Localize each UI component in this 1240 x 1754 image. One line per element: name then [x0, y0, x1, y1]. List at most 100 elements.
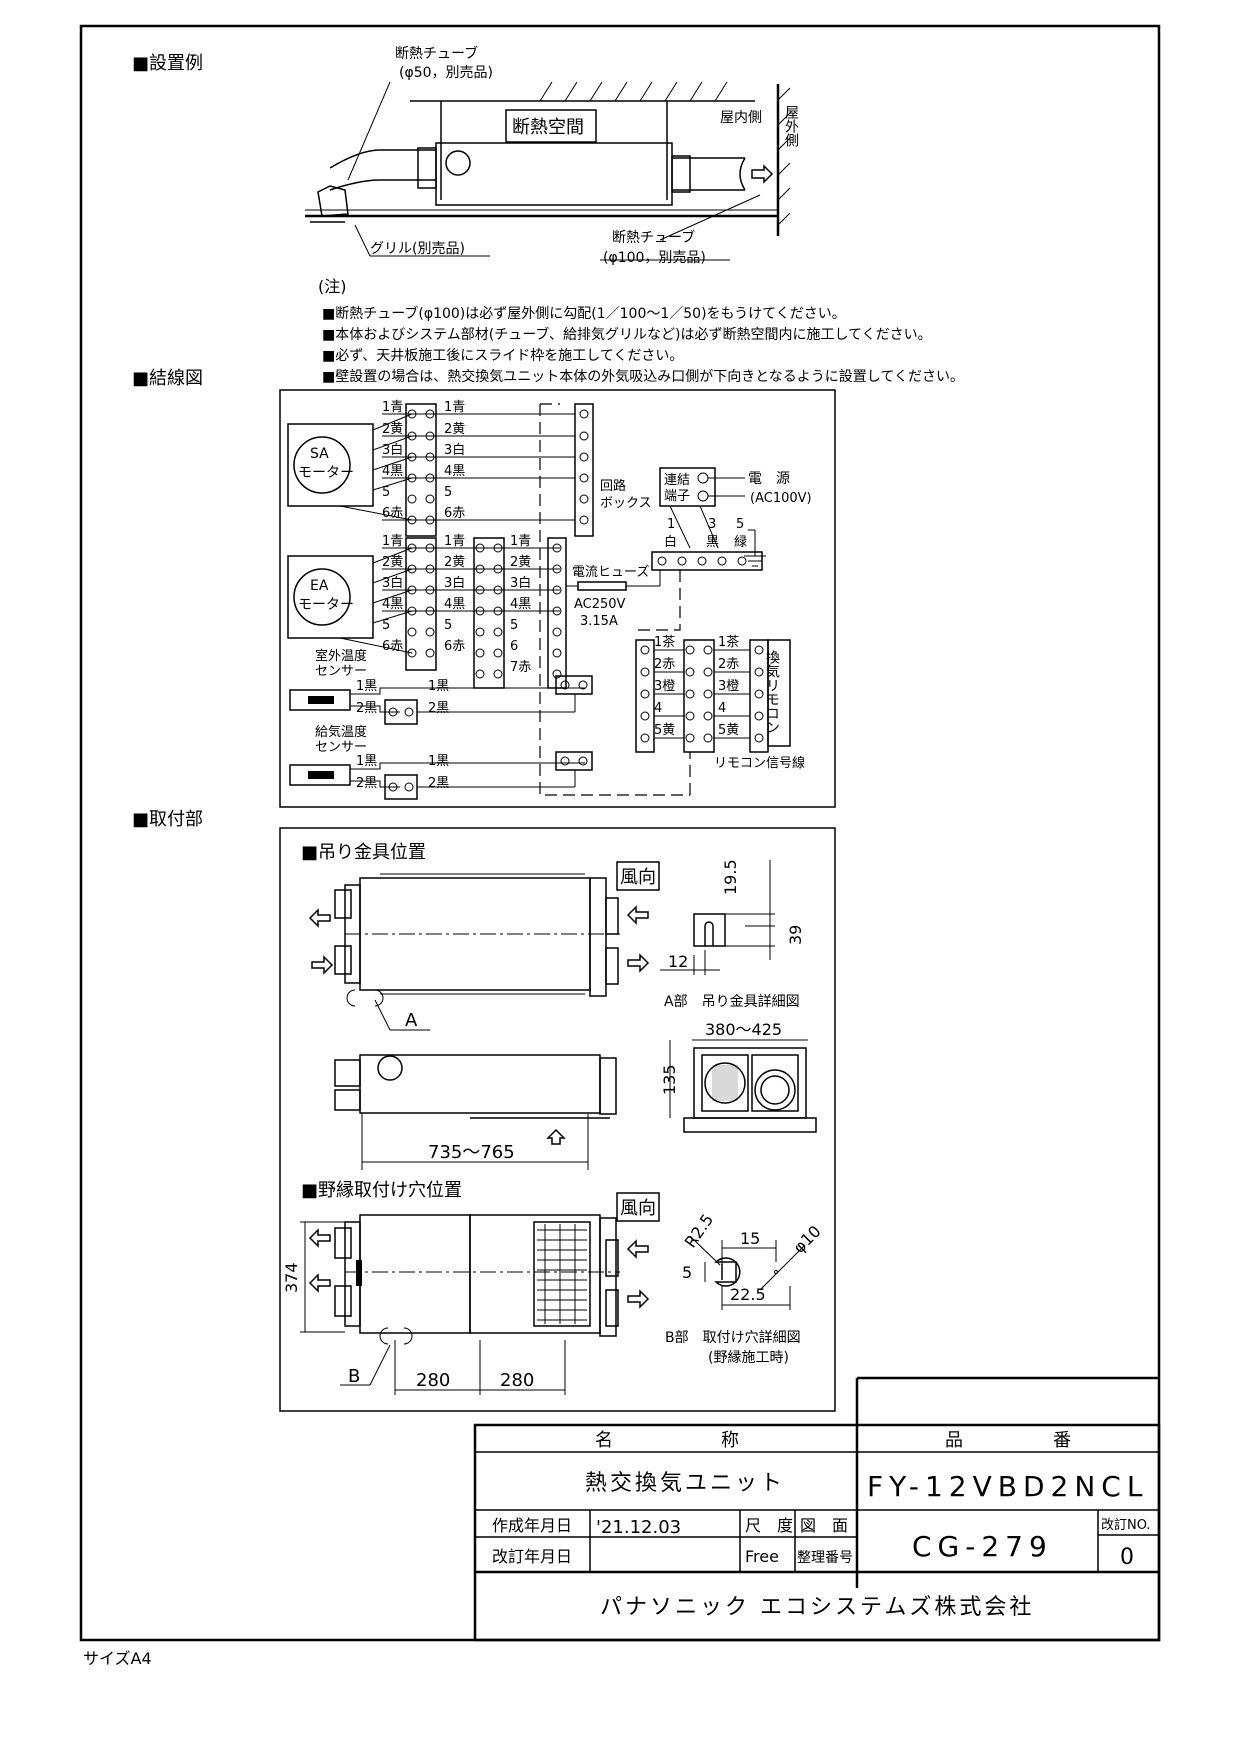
- tube100-label: 断熱チューブ: [612, 229, 695, 246]
- tube50-spec: (φ50，別売品): [399, 65, 493, 81]
- hanging-title: ■吊り金具位置: [301, 842, 426, 863]
- mounting-section: ■吊り金具位置 風向 A 19.5 39 12 A部 吊り金具詳細図: [279, 827, 836, 1412]
- ea-pin-m-3: 3白: [444, 575, 465, 591]
- dim-374: 374: [282, 1262, 301, 1293]
- power-label: 電 源: [748, 471, 790, 487]
- sa-motor-1: SA: [310, 446, 329, 462]
- sa-pin-l-1: 1青: [382, 400, 403, 415]
- detail-b-caption: B部 取付け穴詳細図: [665, 1330, 801, 1346]
- dim-22-5: 22.5: [730, 1285, 766, 1304]
- ea-pin-r-2: 2黄: [510, 555, 531, 570]
- term-num-3: 3: [708, 517, 716, 532]
- ea-pin-m-6: 6赤: [444, 639, 465, 654]
- ea-pin-r-6: 6: [510, 639, 518, 654]
- scale-label: 尺 度: [745, 1516, 793, 1535]
- ea-pin-m-5: 5: [444, 618, 452, 633]
- created-date: '21.12.03: [596, 1517, 681, 1538]
- title-block: 名 称 品 番 熱交換気ユニット FY-12VBD2NCL 作成年月日 '21.…: [473, 1376, 1161, 1642]
- detail-b-marker: B: [348, 1366, 360, 1387]
- ea-pin-r-5: 5: [510, 618, 518, 633]
- sa-pin-r-1: 1青: [444, 400, 465, 415]
- outdoor-label: 屋外側: [783, 105, 799, 147]
- insulated-space-label: 断熱空間: [512, 117, 584, 138]
- tube100-spec: (φ100，別売品): [603, 250, 706, 266]
- ea-pin-r-1: 1青: [510, 534, 531, 549]
- mounting-frame: [279, 827, 836, 1412]
- wind-direction-2: 風向: [620, 1198, 656, 1219]
- outdoor-sensor-1: 室外温度: [315, 648, 367, 664]
- dim-135: 135: [660, 1064, 679, 1095]
- sa-pin-r-4: 4黒: [444, 464, 465, 479]
- sa-pin-l-5: 5: [382, 485, 390, 500]
- ea-motor-2: モーター: [298, 597, 354, 613]
- dim-280-b: 280: [500, 1370, 534, 1391]
- detail-a-marker: A: [405, 1010, 418, 1031]
- indoor-label: 屋内側: [720, 110, 762, 126]
- created-date-label: 作成年月日: [492, 1516, 572, 1535]
- remote-l-1: 1茶: [654, 634, 675, 650]
- ea-pin-r-3: 3白: [510, 575, 531, 591]
- fuse-label: 電流ヒューズ: [572, 564, 649, 580]
- supply-sensor-pin-2r: 2黒: [428, 776, 449, 791]
- outdoor-sensor-pin-2: 2黒: [356, 701, 377, 716]
- revised-date-label: 改訂年月日: [492, 1547, 572, 1566]
- wind-direction-1: 風向: [620, 867, 656, 888]
- ea-pin-l-2: 2黄: [382, 555, 403, 570]
- remote-controller-label: 換気リモコン: [764, 650, 780, 734]
- install-example: 断熱空間 断熱チューブ (φ50，別売品) 屋内側 屋外側 グリル(別売品) 断…: [305, 45, 799, 266]
- detail-a-caption: A部 吊り金具詳細図: [664, 994, 800, 1010]
- term-col-green: 緑: [734, 535, 747, 550]
- sa-pin-r-2: 2黄: [444, 422, 465, 437]
- supply-sensor-pin-1: 1黒: [356, 754, 377, 769]
- ea-pin-l-1: 1青: [382, 534, 403, 549]
- section-wiring: ■結線図: [132, 368, 203, 389]
- drawing-label: 図 面: [800, 1516, 848, 1535]
- dim-15: 15: [740, 1229, 760, 1248]
- remote-r-1: 1茶: [718, 634, 739, 650]
- outdoor-sensor-pin-1: 1黒: [356, 679, 377, 694]
- ea-pin-l-5: 5: [382, 618, 390, 633]
- drawing-number: CG-279: [912, 1530, 1053, 1563]
- dim-39: 39: [786, 925, 805, 945]
- remote-signal-wire-label: リモコン信号線: [714, 755, 805, 771]
- supply-sensor-pin-2: 2黒: [356, 776, 377, 791]
- dim-280-a: 280: [416, 1370, 450, 1391]
- remote-r-5: 5黄: [718, 723, 739, 738]
- sa-pin-l-3: 3白: [382, 442, 403, 458]
- remote-l-2: 2赤: [654, 657, 675, 672]
- remote-l-5: 5黄: [654, 723, 675, 738]
- notes-head: (注): [318, 277, 347, 296]
- outdoor-sensor-pin-1r: 1黒: [428, 679, 449, 694]
- supply-sensor-1: 給気温度: [315, 724, 367, 740]
- dim-380-425: 380～425: [705, 1020, 782, 1039]
- note-3: ■必ず、天井板施工後にスライド枠を施工してください。: [322, 348, 683, 364]
- ea-pin-l-3: 3白: [382, 575, 403, 591]
- ea-pin-r-4: 4黒: [510, 597, 531, 612]
- sa-pin-l-6: 6赤: [382, 506, 403, 521]
- dim-phi10: φ10: [789, 1222, 824, 1257]
- sa-pin-r-5: 5: [444, 485, 452, 500]
- ea-motor-1: EA: [310, 578, 329, 594]
- sa-pin-l-2: 2黄: [382, 422, 403, 437]
- terminal-2: 端子: [664, 489, 690, 504]
- note-1: ■断熱チューブ(φ100)は必ず屋外側に勾配(1／100～1／50)をもうけてく…: [322, 305, 846, 322]
- product-name: 熱交換気ユニット: [585, 1471, 785, 1496]
- term-col-black: 黒: [706, 535, 719, 550]
- supply-sensor-pin-1r: 1黒: [428, 754, 449, 769]
- product-header: 品 番: [945, 1430, 1071, 1451]
- remote-l-3: 3橙: [654, 679, 675, 694]
- supply-sensor-2: センサー: [315, 740, 367, 755]
- sa-pin-l-4: 4黒: [382, 464, 403, 479]
- power-voltage: (AC100V): [750, 491, 812, 506]
- remote-r-4: 4: [718, 701, 726, 716]
- dim-735-765: 735～765: [428, 1142, 515, 1163]
- remote-r-3: 3橙: [718, 679, 739, 694]
- sa-motor-2: モーター: [298, 465, 354, 481]
- note-4: ■壁設置の場合は、熱交換気ユニット本体の外気吸込み口側が下向きとなるように設置し…: [322, 368, 964, 385]
- outdoor-sensor-pin-2r: 2黒: [428, 701, 449, 716]
- revision-number: 0: [1120, 1545, 1137, 1570]
- grille-label: グリル(別売品): [370, 241, 465, 257]
- ea-pin-l-6: 6赤: [382, 639, 403, 654]
- term-num-1: 1: [667, 517, 675, 532]
